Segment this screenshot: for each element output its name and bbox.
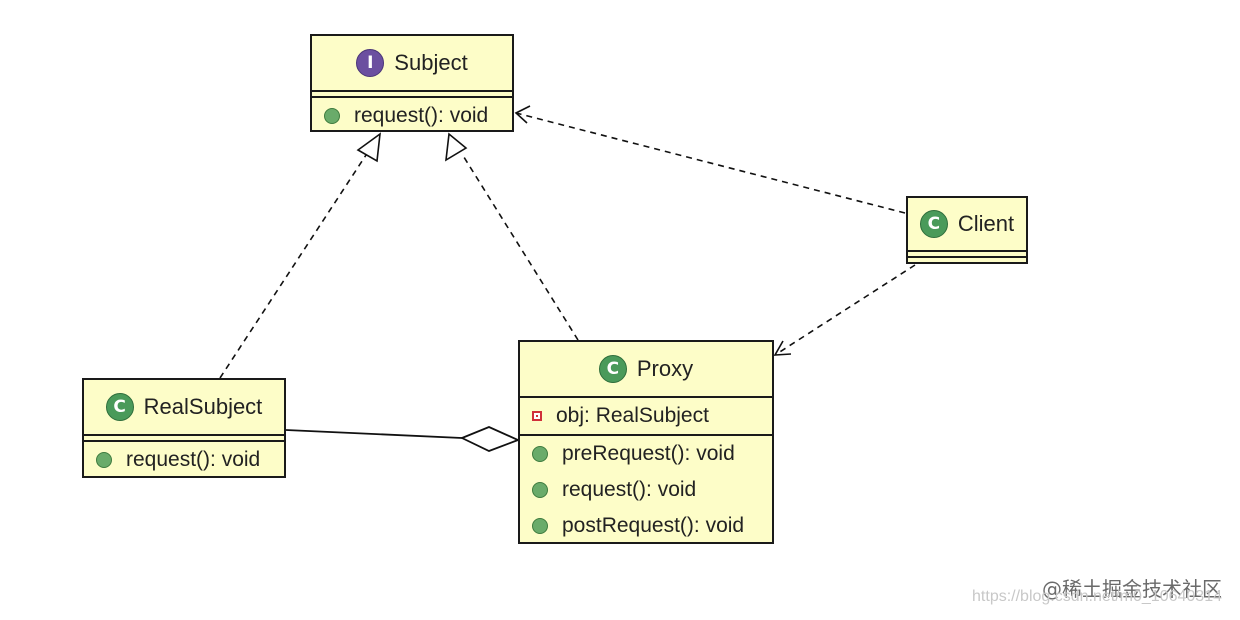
compartment-divider: [520, 396, 772, 398]
watermark-main-text: @稀土掘金技术社区: [1042, 577, 1222, 601]
dependency-arrowhead-proxy: [773, 340, 792, 356]
class-icon: C: [598, 355, 627, 383]
method-row: request(): void: [312, 98, 512, 134]
watermark-url-text: https://blog.csdn.net/m0_10640314: [972, 588, 1222, 605]
interface-icon: I: [356, 49, 385, 77]
class-name: Subject: [394, 50, 468, 75]
public-method-icon: [96, 452, 112, 468]
class-icon: C: [919, 210, 948, 238]
class-icon: C: [105, 393, 134, 421]
field-signature: obj: RealSubject: [556, 404, 709, 427]
compartment-divider: [84, 440, 284, 442]
class-subject[interactable]: I Subject request(): void: [310, 34, 514, 132]
aggregation-diamond: [459, 426, 521, 452]
compartment-divider: [312, 90, 512, 92]
dependency-arrowhead-subject: [514, 105, 531, 124]
public-method-icon: [532, 518, 548, 534]
realization-realsubject-subject: [219, 151, 369, 379]
watermark: @稀土掘金技术社区 https://blog.csdn.net/m0_10640…: [972, 578, 1222, 606]
class-realsubject[interactable]: C RealSubject request(): void: [82, 378, 286, 478]
method-row: preRequest(): void: [520, 436, 772, 472]
realization-arrowhead-proxy: [445, 132, 468, 162]
aggregation-line: [285, 429, 463, 439]
compartment-divider: [908, 256, 1026, 258]
method-row: request(): void: [520, 472, 772, 508]
class-name: RealSubject: [143, 394, 263, 419]
public-method-icon: [532, 446, 548, 462]
class-header: C Proxy: [520, 342, 772, 396]
public-method-icon: [532, 482, 548, 498]
dependency-client-subject: [515, 112, 906, 214]
public-method-icon: [324, 108, 340, 124]
realization-arrowhead-realsubject: [356, 132, 381, 163]
class-header: C Client: [908, 198, 1026, 250]
class-client[interactable]: C Client: [906, 196, 1028, 264]
class-name: Proxy: [636, 356, 694, 381]
realization-proxy-subject: [461, 153, 579, 341]
class-header: C RealSubject: [84, 380, 284, 434]
compartment-divider: [908, 250, 1026, 252]
dependency-client-proxy: [774, 264, 916, 356]
method-signature: preRequest(): void: [562, 442, 735, 465]
class-header: I Subject: [312, 36, 512, 90]
private-field-icon: [532, 411, 542, 421]
class-name: Client: [957, 211, 1015, 236]
method-signature: request(): void: [354, 104, 489, 127]
method-signature: postRequest(): void: [562, 514, 745, 537]
compartment-divider: [520, 434, 772, 436]
method-signature: request(): void: [126, 448, 261, 471]
compartment-divider: [84, 434, 284, 436]
class-proxy[interactable]: C Proxy obj: RealSubject preRequest(): v…: [518, 340, 774, 544]
method-signature: request(): void: [562, 478, 697, 501]
method-row: postRequest(): void: [520, 508, 772, 544]
method-row: request(): void: [84, 442, 284, 478]
field-row: obj: RealSubject: [520, 398, 772, 434]
compartment-divider: [312, 96, 512, 98]
